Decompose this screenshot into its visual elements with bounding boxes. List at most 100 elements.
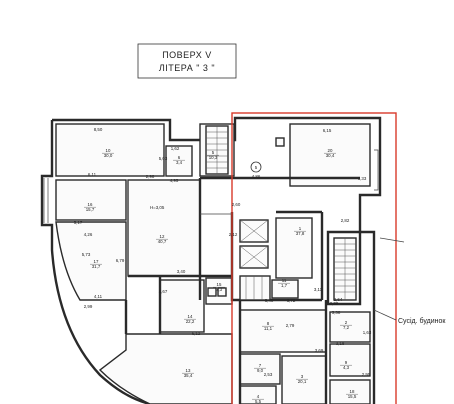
dimension-label: 5,03	[159, 156, 168, 161]
dimension-label: 2,95	[362, 372, 371, 377]
room-number-14: 14	[188, 314, 193, 319]
highlight-frame	[231, 112, 397, 404]
dimension-label: 5,73	[82, 252, 91, 257]
room-area-16: 15,7	[86, 207, 95, 212]
room-number-3: 3	[301, 374, 304, 379]
dimension-label: 2,39	[330, 301, 339, 306]
dimension-label: 6,12	[192, 331, 201, 336]
room-16	[55, 179, 127, 221]
room-area-18: 15,5	[348, 394, 357, 399]
dimension-label: 4,26	[84, 232, 93, 237]
room-number-1: 1	[299, 226, 302, 231]
service-cells	[207, 137, 285, 297]
room-9	[329, 343, 371, 377]
room-area-15: 7,3	[216, 287, 223, 292]
dimension-label: 3,72	[287, 298, 296, 303]
dimension-label: 2,12	[229, 232, 238, 237]
room-area-8: 11,1	[264, 326, 273, 331]
dimension-label: 4,86	[252, 174, 261, 179]
room-number-18: 18	[350, 389, 355, 394]
dimension-label: 4,11	[94, 294, 103, 299]
dimension-label: 1,62	[171, 146, 180, 151]
elevator-shafts	[239, 219, 271, 301]
dimension-label: 2,64	[334, 297, 343, 302]
dimension-label: 6,79	[116, 258, 125, 263]
dimension-label: 8,50	[94, 127, 103, 132]
ceiling-height-note: H=3,05	[150, 205, 165, 210]
room-number-2: 2	[345, 320, 348, 325]
dimension-label: 2,99	[84, 304, 93, 309]
room-number-16: 16	[88, 202, 93, 207]
room-13	[98, 333, 233, 404]
dimension-label: 2,60	[232, 202, 241, 207]
dimension-label: 3,11	[314, 287, 323, 292]
service-cell-3	[275, 137, 285, 147]
room-area-17: 31,7	[92, 264, 101, 269]
room-area-2: 7,2	[343, 325, 350, 330]
room-number-6: 6	[178, 155, 181, 160]
building-outline	[40, 116, 382, 404]
room-number-20: 20	[328, 148, 333, 153]
room-number-12: 12	[160, 234, 165, 239]
dimension-label: 2,53	[264, 372, 273, 377]
room-number-11: 11	[282, 278, 287, 283]
floor-stamp: ПОВЕРХ V ЛІТЕРА " 3 "	[137, 43, 237, 79]
room-20	[289, 123, 371, 187]
room-number-10: 10	[106, 148, 111, 153]
room-area-20: 30,4	[326, 153, 335, 158]
room-8	[239, 309, 327, 353]
elevator-lobby	[239, 275, 271, 301]
dimension-label: 3,33	[358, 176, 367, 181]
room-number-8: 8	[267, 321, 270, 326]
room-18	[329, 379, 371, 404]
room-12	[127, 179, 201, 277]
room-number-17: 17	[94, 259, 99, 264]
dimension-label: 2,98	[146, 174, 155, 179]
room-number-4: 4	[257, 394, 260, 399]
dimension-label: 4,67	[159, 289, 168, 294]
room-area-12: 40,7	[158, 239, 167, 244]
marker-label: 5	[255, 165, 258, 170]
room-area-6: 3,4	[176, 160, 183, 165]
dimension-label: 3,18	[336, 341, 345, 346]
room-1	[275, 217, 313, 279]
room-area-13: 35,4	[184, 373, 193, 378]
staircases	[205, 125, 357, 301]
room-number-15: 15	[217, 282, 222, 287]
dimension-label: 2,82	[341, 218, 350, 223]
room-10	[55, 123, 165, 177]
room-area-9: 4,3	[343, 365, 350, 370]
section-marker: 5	[250, 161, 262, 173]
room-area-7: 9,0	[257, 368, 264, 373]
dimension-label: 1,63	[363, 330, 372, 335]
room-area-14: 22,2	[186, 319, 195, 324]
room-area-3: 20,1	[298, 379, 307, 384]
room-number-9: 9	[345, 360, 348, 365]
room-area-11: 1,7	[281, 283, 288, 288]
room-number-13: 13	[186, 368, 191, 373]
dimension-label: 3,38	[332, 310, 341, 315]
service-cell-2	[217, 287, 227, 297]
neighbor-note: Сусід. будинок	[398, 317, 446, 325]
dimension-label: 3,69	[315, 348, 324, 353]
dimension-label: 6,15	[323, 128, 332, 133]
room-area-10: 30,0	[104, 153, 113, 158]
dimension-label: 6,11	[88, 172, 97, 177]
room-area-5: 10,3	[209, 155, 218, 160]
room-2	[329, 311, 371, 343]
room-number-5: 5	[212, 150, 215, 155]
floor-label: ПОВЕРХ V	[162, 50, 212, 60]
dimension-label: 3,40	[177, 269, 186, 274]
service-cell-1	[207, 287, 217, 297]
room-6	[165, 145, 193, 177]
room-number-7: 7	[259, 363, 262, 368]
dimension-label: 2,79	[286, 323, 295, 328]
room-area-4: 5,5	[255, 399, 262, 404]
dimension-label: 5,17	[74, 220, 83, 225]
room-14	[159, 279, 205, 333]
room-17	[55, 221, 127, 301]
room-area-1: 37,8	[296, 231, 305, 236]
